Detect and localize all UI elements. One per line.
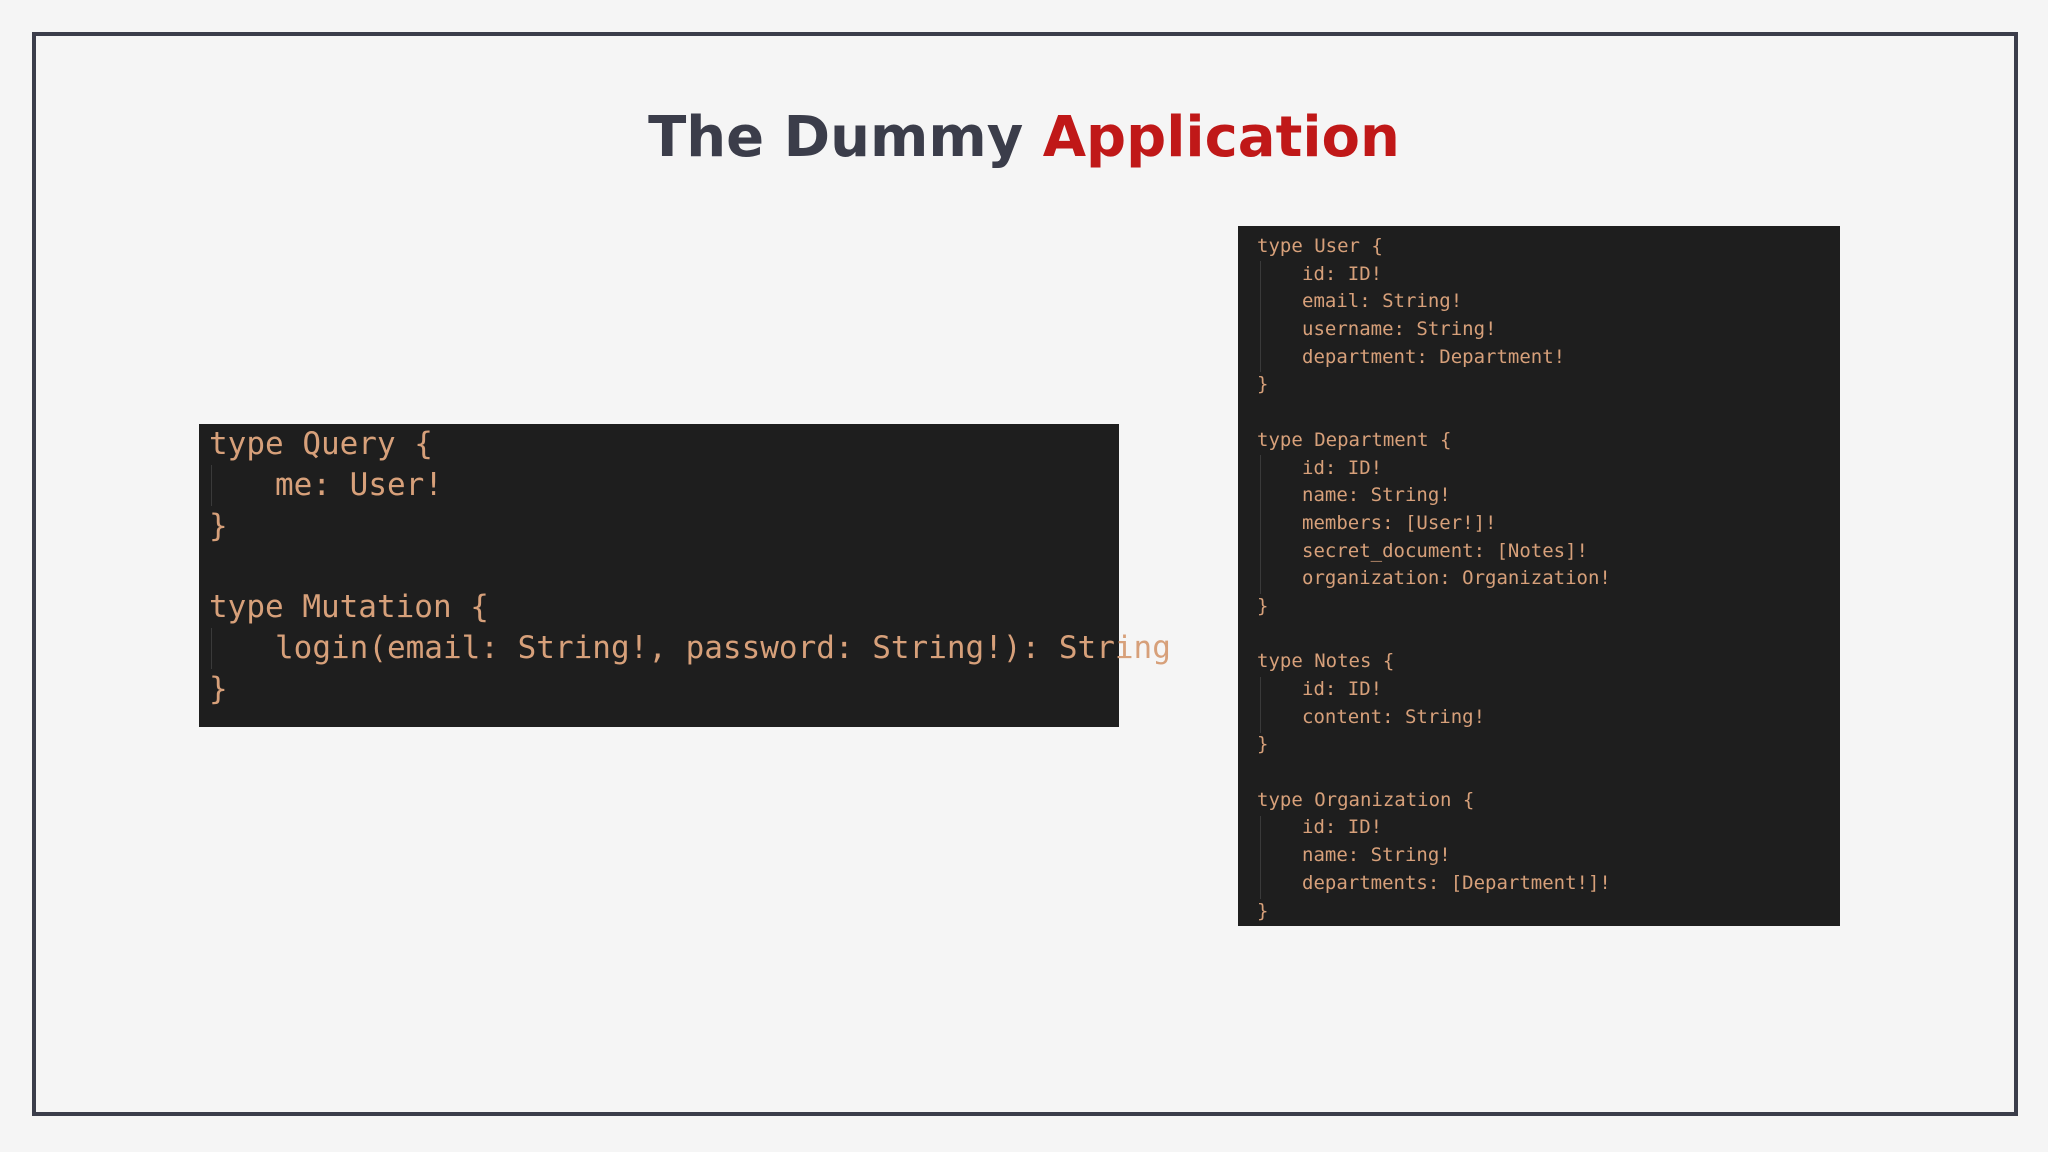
- code-line: }: [1257, 733, 1269, 756]
- code-line: type Organization {: [1257, 788, 1475, 811]
- code-line: type Query {: [209, 426, 433, 462]
- indent-guide: [1260, 261, 1261, 372]
- type-definitions-code-block: type User { id: ID! email: String! usern…: [1238, 226, 1840, 926]
- code-blank-line: [1257, 759, 1840, 787]
- code-line: email: String!: [1302, 290, 1463, 313]
- code-line: id: ID!: [1302, 816, 1383, 839]
- indent-guide: [211, 465, 212, 506]
- code-line: me: User!: [275, 467, 443, 503]
- code-line: login(email: String!, password: String!)…: [275, 630, 1171, 666]
- code-line: secret_document: [Notes]!: [1302, 539, 1588, 562]
- title-part-main: The Dummy: [648, 105, 1043, 170]
- code-line: id: ID!: [1302, 678, 1383, 700]
- code-line: id: ID!: [1302, 456, 1383, 479]
- code-line: }: [209, 671, 228, 707]
- indent-guide: [1260, 816, 1261, 899]
- code-line: departments: [Department!]!: [1302, 871, 1611, 894]
- slide-frame: [32, 32, 2018, 1116]
- query-mutation-code-block: type Query { me: User! } type Mutation {…: [199, 424, 1171, 727]
- code-line: name: String!: [1302, 844, 1451, 867]
- code-line: }: [1257, 899, 1269, 922]
- title-part-highlight: Application: [1042, 105, 1400, 170]
- slide-title: The Dummy Application: [0, 98, 2048, 178]
- code-line: organization: Organization!: [1302, 567, 1611, 590]
- code-line: type User {: [1257, 235, 1383, 257]
- code-blank-line: [1257, 399, 1840, 427]
- indent-guide: [1260, 455, 1261, 594]
- code-line: }: [209, 508, 228, 544]
- code-line: members: [User!]!: [1302, 511, 1497, 534]
- code-line: content: String!: [1302, 705, 1486, 728]
- code-line: id: ID!: [1302, 262, 1383, 285]
- indent-guide: [211, 628, 212, 669]
- code-line: username: String!: [1302, 318, 1497, 341]
- code-line: type Mutation {: [209, 589, 489, 625]
- code-line: }: [1257, 373, 1269, 396]
- code-blank-line: [209, 547, 1119, 587]
- code-line: }: [1257, 594, 1269, 617]
- code-line: department: Department!: [1302, 345, 1566, 368]
- code-line: name: String!: [1302, 484, 1451, 507]
- code-line: type Department {: [1257, 428, 1452, 451]
- code-line: type Notes {: [1257, 650, 1395, 673]
- code-blank-line: [1257, 621, 1840, 649]
- indent-guide: [1260, 677, 1261, 733]
